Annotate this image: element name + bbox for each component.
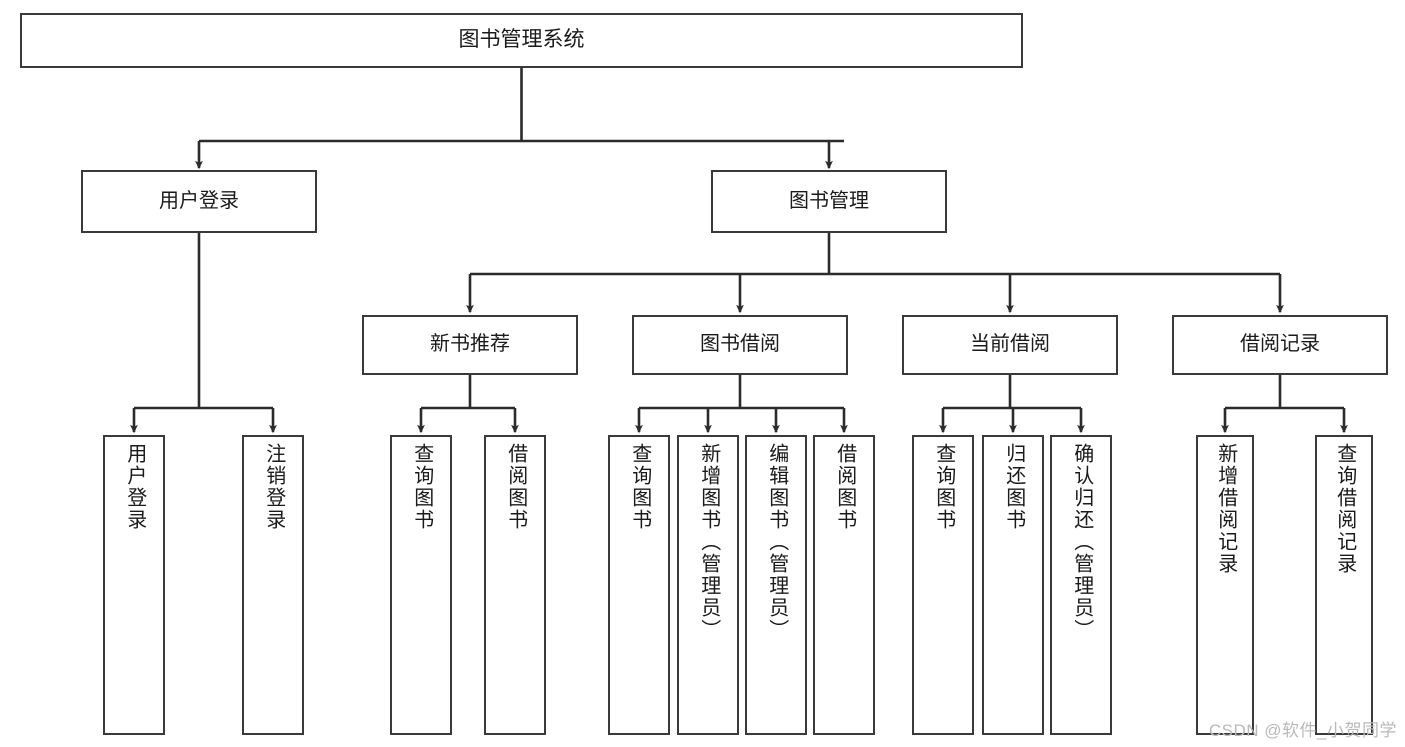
node-leaf-borrow-book-1-label: 借阅图书: [504, 443, 527, 531]
node-book-manage-label: 图书管理: [789, 189, 869, 212]
node-new-book-recommend-label: 新书推荐: [430, 333, 510, 356]
node-leaf-add-record[interactable]: 新增借阅记录: [1196, 435, 1254, 735]
node-leaf-return-book[interactable]: 归还图书: [982, 435, 1044, 735]
node-leaf-confirm-return[interactable]: 确认归还（管理员）: [1050, 435, 1112, 735]
node-leaf-confirm-return-label: 确认归还（管理员）: [1070, 443, 1093, 641]
node-leaf-query-book-2[interactable]: 查询图书: [608, 435, 670, 735]
node-leaf-edit-book[interactable]: 编辑图书（管理员）: [745, 435, 807, 735]
node-leaf-query-book-1[interactable]: 查询图书: [390, 435, 452, 735]
node-leaf-query-record-label: 查询借阅记录: [1333, 443, 1356, 575]
node-leaf-logout-login-label: 注销登录: [262, 443, 285, 531]
node-root[interactable]: 图书管理系统: [20, 13, 1023, 68]
node-leaf-query-record[interactable]: 查询借阅记录: [1315, 435, 1373, 735]
node-borrow-record[interactable]: 借阅记录: [1172, 315, 1388, 375]
node-leaf-add-record-label: 新增借阅记录: [1214, 443, 1237, 575]
node-leaf-add-book-label: 新增图书（管理员）: [697, 443, 720, 641]
node-leaf-logout-login[interactable]: 注销登录: [242, 435, 304, 735]
node-user-login[interactable]: 用户登录: [81, 170, 317, 233]
node-leaf-borrow-book-1[interactable]: 借阅图书: [484, 435, 546, 735]
node-leaf-query-book-3-label: 查询图书: [932, 443, 955, 531]
node-root-label: 图书管理系统: [458, 28, 585, 52]
node-leaf-query-book-2-label: 查询图书: [628, 443, 651, 531]
csdn-watermark: CSDN @软件_小贺同学: [1208, 721, 1397, 740]
node-leaf-borrow-book-2-label: 借阅图书: [833, 443, 856, 531]
node-leaf-query-book-3[interactable]: 查询图书: [912, 435, 974, 735]
node-current-borrow-label: 当前借阅: [970, 333, 1050, 356]
node-user-login-label: 用户登录: [159, 189, 239, 212]
node-leaf-borrow-book-2[interactable]: 借阅图书: [813, 435, 875, 735]
node-leaf-edit-book-label: 编辑图书（管理员）: [765, 443, 788, 641]
node-borrow-record-label: 借阅记录: [1240, 333, 1320, 356]
node-book-borrow-label: 图书借阅: [700, 333, 780, 356]
node-book-borrow[interactable]: 图书借阅: [632, 315, 848, 375]
node-current-borrow[interactable]: 当前借阅: [902, 315, 1118, 375]
node-new-book-recommend[interactable]: 新书推荐: [362, 315, 578, 375]
node-leaf-return-book-label: 归还图书: [1002, 443, 1025, 531]
node-leaf-query-book-1-label: 查询图书: [410, 443, 433, 531]
node-book-manage[interactable]: 图书管理: [711, 170, 947, 233]
node-leaf-add-book[interactable]: 新增图书（管理员）: [677, 435, 739, 735]
node-leaf-user-login[interactable]: 用户登录: [103, 435, 165, 735]
node-leaf-user-login-label: 用户登录: [123, 443, 146, 531]
